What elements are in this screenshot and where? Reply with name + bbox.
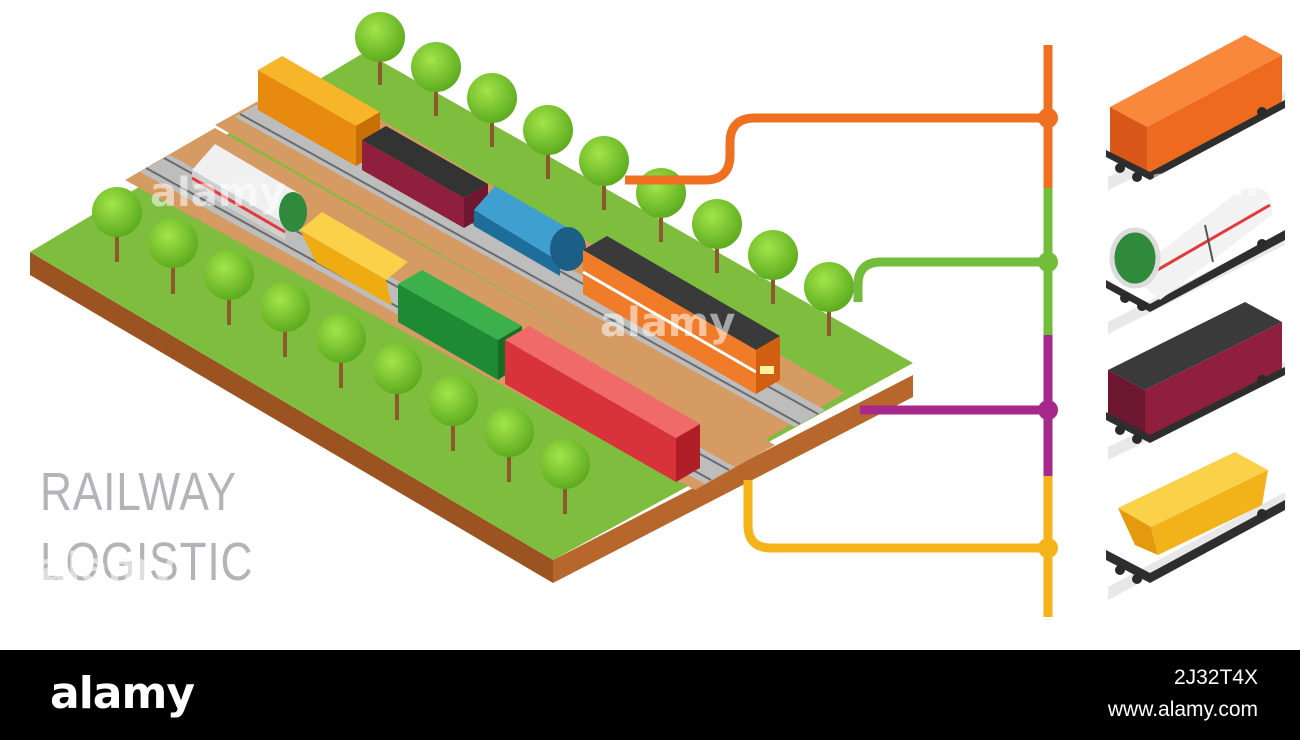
alamy-logo: alamy	[50, 668, 195, 719]
railway-illustration	[30, 12, 1285, 617]
heading-line-1: RAILWAY	[40, 462, 237, 522]
tank-wagon-icon	[1106, 187, 1285, 334]
watermark: alamy	[1150, 160, 1286, 206]
site-url: www.alamy.com	[1107, 698, 1258, 721]
coal-gondola-wagon-icon	[1106, 302, 1285, 460]
watermark: alamy	[40, 545, 176, 591]
image-id: 2J32T4X	[1173, 666, 1258, 689]
back-track-train	[258, 56, 780, 394]
watermark: alamy	[150, 170, 286, 216]
hopper-wagon-icon	[1106, 452, 1285, 600]
tree-row-front	[92, 187, 590, 514]
container-wagon-icon	[1106, 35, 1285, 190]
legend-connectors	[625, 45, 1058, 617]
front-track-train	[191, 144, 700, 482]
heading-line-2: LOGISTIC	[40, 532, 254, 592]
watermark: alamy	[600, 300, 736, 346]
footer-bar: alamy 2J32T4X www.alamy.com	[0, 650, 1300, 740]
